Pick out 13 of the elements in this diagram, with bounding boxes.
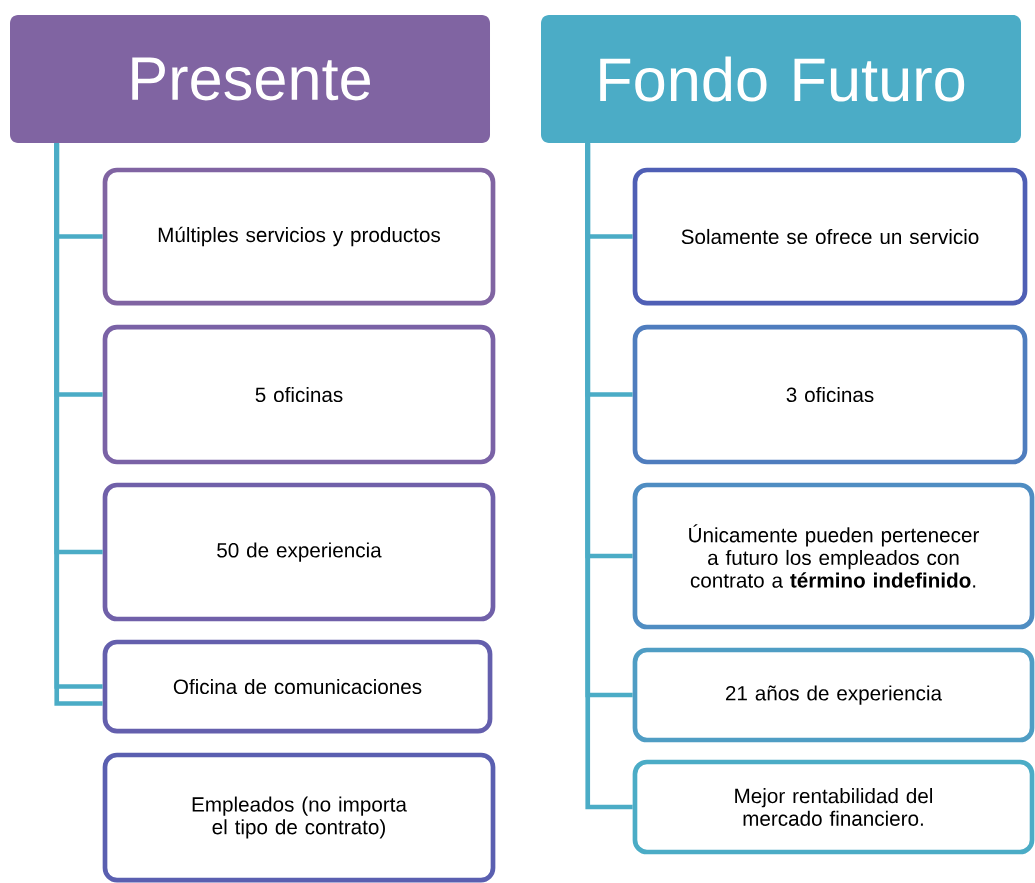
text-box: Múltiples servicios y productos [102, 167, 496, 306]
text-box: 5 oficinas [102, 324, 496, 465]
text-box: Solamente se ofrece un servicio [632, 167, 1028, 306]
connector [585, 143, 633, 810]
text-box: Oficina de comunicaciones [102, 639, 493, 734]
text-box: 21 años de experiencia [632, 647, 1035, 743]
text-box: 3 oficinas [632, 324, 1028, 465]
text-box: Mejor rentabilidad del mercado financiero. [632, 759, 1035, 855]
header-box: Fondo Futuro [541, 15, 1021, 143]
text-box: Únicamente pueden pertenecer a futuro los empleados con contrato a término indefinido. [632, 482, 1035, 630]
text-box: 50 de experiencia [102, 482, 496, 622]
header-box: Presente [10, 15, 490, 143]
text-box: Empleados (no importa el tipo de contrato) [102, 752, 496, 883]
